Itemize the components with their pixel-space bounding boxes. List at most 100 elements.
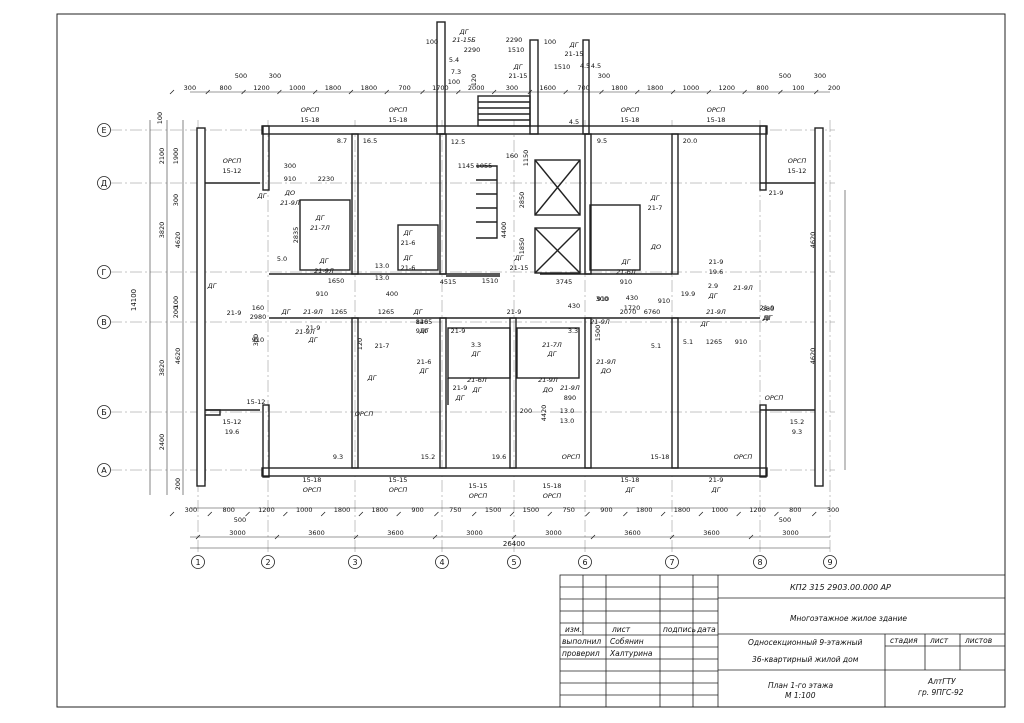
plan-label: ОРСП bbox=[301, 106, 320, 114]
grid-col-label: 9 bbox=[827, 558, 832, 567]
tb-executed-label: выполнил bbox=[562, 637, 601, 646]
plan-label: ДГ bbox=[419, 367, 430, 375]
plan-label: 300 bbox=[284, 162, 296, 170]
tb-plan-scale: М 1:100 bbox=[785, 691, 816, 700]
dim-value: 1600 bbox=[540, 84, 557, 92]
dim-value: 3000 bbox=[229, 529, 246, 537]
plan-label: ДО bbox=[284, 189, 295, 197]
stair-label: 21-15 bbox=[509, 72, 528, 80]
plan-label: 21-9 bbox=[227, 309, 242, 317]
dim-tick bbox=[471, 511, 477, 517]
dim-tick bbox=[274, 534, 280, 540]
stair-label: 4400 bbox=[500, 222, 508, 239]
dim-value: 900 bbox=[600, 506, 612, 514]
dim-value: 1500 bbox=[485, 506, 502, 514]
dim-value: 500 bbox=[779, 516, 791, 524]
plan-label: ДГ bbox=[315, 214, 326, 222]
grid-row-marker bbox=[97, 176, 111, 190]
plan-label: 9.3 bbox=[333, 453, 343, 461]
plan-label: ОРСП bbox=[562, 453, 581, 461]
stair-label: 5.4 bbox=[449, 56, 459, 64]
dim-value: 100 bbox=[172, 296, 180, 308]
dim-value: 3820 bbox=[158, 222, 166, 239]
plan-label: ДГ bbox=[762, 314, 773, 322]
plan-label: 910 bbox=[284, 175, 296, 183]
dim-tick bbox=[384, 89, 390, 95]
plan-label: 430 bbox=[568, 302, 580, 310]
dim-value: 300 bbox=[814, 72, 826, 80]
plan-label: 910 bbox=[416, 327, 428, 335]
plan-label: ДО bbox=[650, 243, 661, 251]
stair-label: 1510 bbox=[508, 46, 525, 54]
dim-value: 800 bbox=[219, 84, 231, 92]
grid-row-label: Г bbox=[102, 268, 107, 277]
plan-label: 21-7 bbox=[375, 342, 390, 350]
plan-label: 120 bbox=[356, 338, 364, 350]
dim-tick bbox=[706, 89, 712, 95]
dim-value: 750 bbox=[449, 506, 461, 514]
plan-label: 21-9 bbox=[453, 384, 468, 392]
plan-label: 21-7 bbox=[648, 204, 663, 212]
dim-tick bbox=[195, 534, 201, 540]
stair-label: 21-15 bbox=[510, 264, 529, 272]
stair-label: 1510 bbox=[482, 277, 499, 285]
stair-label: 4.5 bbox=[569, 118, 579, 126]
plan-label: 910 bbox=[735, 338, 747, 346]
dim-value: 1800 bbox=[611, 84, 628, 92]
plan-label: 910 bbox=[620, 278, 632, 286]
plan-label: 19.9 bbox=[681, 290, 695, 298]
grid-col-marker bbox=[191, 555, 205, 569]
plan-label: ОРСП bbox=[355, 410, 374, 418]
grid-col-marker bbox=[435, 555, 449, 569]
dim-value: 200 bbox=[828, 84, 840, 92]
stair-label: ДГ bbox=[569, 41, 580, 49]
plan-label: ДГ bbox=[711, 486, 722, 494]
plan-label: 21-9Л bbox=[303, 308, 323, 316]
grid-row-label: Д bbox=[101, 179, 107, 188]
dim-tick bbox=[669, 534, 675, 540]
plan-label: 200 bbox=[520, 407, 532, 415]
plan-label: 890 bbox=[564, 394, 576, 402]
plan-label: ДО bbox=[542, 386, 553, 394]
tb-col-izm: изм. bbox=[565, 625, 582, 634]
grid-col-marker bbox=[507, 555, 521, 569]
plan-label: 1265 bbox=[706, 338, 723, 346]
dim-tick bbox=[434, 511, 439, 517]
dim-value: 300 bbox=[172, 194, 180, 206]
dim-value: 3820 bbox=[158, 360, 166, 377]
plan-label: 15.2 bbox=[790, 418, 804, 426]
plan-label: 19.6 bbox=[492, 453, 506, 461]
dim-tick bbox=[670, 89, 676, 95]
plan-label: ДГ bbox=[455, 394, 466, 402]
dim-tick bbox=[660, 511, 666, 517]
stair-label: 4.5 bbox=[591, 62, 601, 70]
dim-value: 1800 bbox=[334, 506, 351, 514]
tb-desc-1: Односекционный 9-этажный bbox=[748, 638, 863, 647]
plan-label: ДГ bbox=[367, 374, 378, 382]
stair-label: 1150 bbox=[522, 150, 530, 167]
plan-label: 15-18 bbox=[301, 116, 320, 124]
plan-label: 15-12 bbox=[788, 167, 807, 175]
plan-label: 1265 bbox=[378, 308, 395, 316]
plan-label: 1265 bbox=[331, 308, 348, 316]
tb-stage: стадия bbox=[890, 636, 918, 645]
dim-value: 300 bbox=[252, 334, 260, 346]
dim-tick bbox=[456, 89, 461, 95]
plan-label: 910 bbox=[597, 295, 609, 303]
dim-value: 300 bbox=[827, 506, 839, 514]
plan-label: 16.5 bbox=[363, 137, 377, 145]
dim-value: 3000 bbox=[466, 529, 483, 537]
plan-label: ОРСП bbox=[303, 486, 322, 494]
plan-label: ОРСП bbox=[223, 157, 242, 165]
stair-label: 300 bbox=[598, 72, 610, 80]
dim-tick bbox=[358, 511, 364, 517]
grid-row-label: Б bbox=[101, 408, 107, 417]
dim-tick bbox=[283, 511, 288, 517]
dimension-lines bbox=[149, 91, 846, 549]
dim-value: 800 bbox=[222, 506, 234, 514]
dim-tick bbox=[491, 89, 497, 95]
